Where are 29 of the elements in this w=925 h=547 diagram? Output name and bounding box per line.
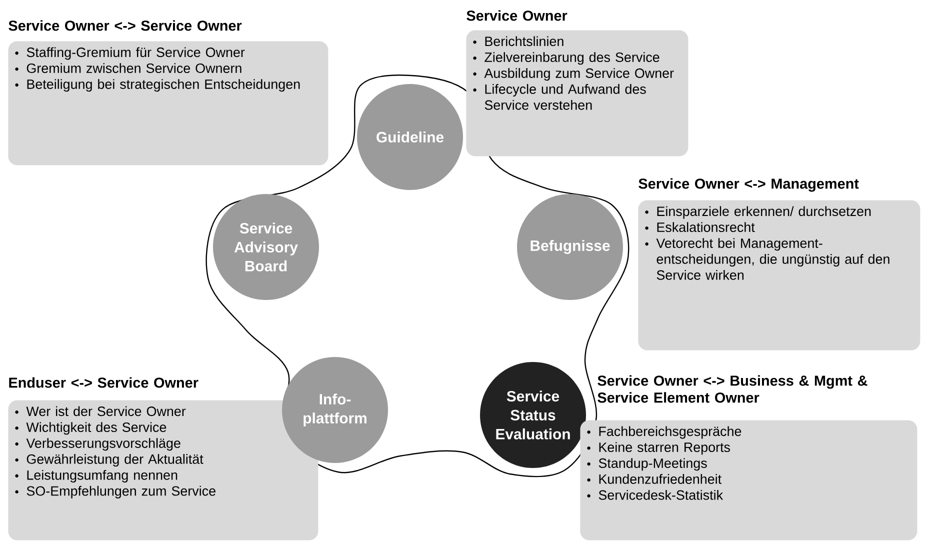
- node-label: Gewährleistung der Aktualität: [26, 454, 204, 467]
- node-label: Lifecycle und Aufwand des Service verstehen: [484, 84, 646, 110]
- node-label: Leistungsumfang nennen: [27, 470, 178, 482]
- text-box: Staffing-Gremium für Service Owner Gremium zwischen Service Ownern Beteiligung bei strategischen Entscheidungen: [8, 41, 328, 166]
- node-label: Zielvereinbarung des Service: [484, 52, 660, 65]
- circle-label: Service Advisory Board: [213, 194, 319, 300]
- box-heading: Service Owner <-> Service Owner: [8, 20, 242, 31]
- node-label: Ausbildung zum Service Owner: [484, 68, 674, 81]
- text-box: Berichtslinien Zielvereinbarung des Service Ausbildung zum Service Owner Lifecycle und Aufwand des Service verstehen: [466, 30, 688, 156]
- node-label: Kundenzufriedenheit: [599, 474, 722, 484]
- text-box: Fachbereichsgespräche Keine starren Reports Standup-Meetings Kundenzufriedenheit Servicedesk-Statistik: [580, 420, 918, 540]
- box-heading: Enduser <-> Service Owner: [9, 377, 198, 388]
- box-heading: Service Owner <-> Business & Mgmt & Service Element Owner: [598, 375, 868, 403]
- node-label: Berichtslinien: [485, 36, 564, 46]
- node-label: Fachbereichsgespräche: [599, 426, 742, 439]
- node-label: Verbesserungsvorschläge: [26, 438, 180, 451]
- circle-label: Info- plattform: [282, 357, 388, 463]
- node-label: Standup-Meetings: [598, 458, 707, 471]
- box-heading: Service Owner: [466, 10, 568, 21]
- node-label: Keine starren Reports: [599, 442, 730, 455]
- node-label: Wichtigkeit des Service: [26, 422, 166, 435]
- text-box: Einsparziele erkennen/ durchsetzen Eskalationsrecht Vetorecht bei Management- entscheidungen, die ungünstig auf den Service wirken: [638, 200, 920, 350]
- node-label: Wer ist der Service Owner: [26, 406, 186, 416]
- node-label: SO-Empfehlungen zum Service: [26, 486, 216, 498]
- node-label: Servicedesk-Statistik: [598, 490, 724, 500]
- circle-label: Befugnisse: [517, 194, 623, 300]
- box-heading: Service Owner <-> Management: [638, 178, 859, 192]
- circle-label: Guideline: [357, 84, 463, 190]
- circle-label: Service Status Evaluation: [480, 362, 586, 468]
